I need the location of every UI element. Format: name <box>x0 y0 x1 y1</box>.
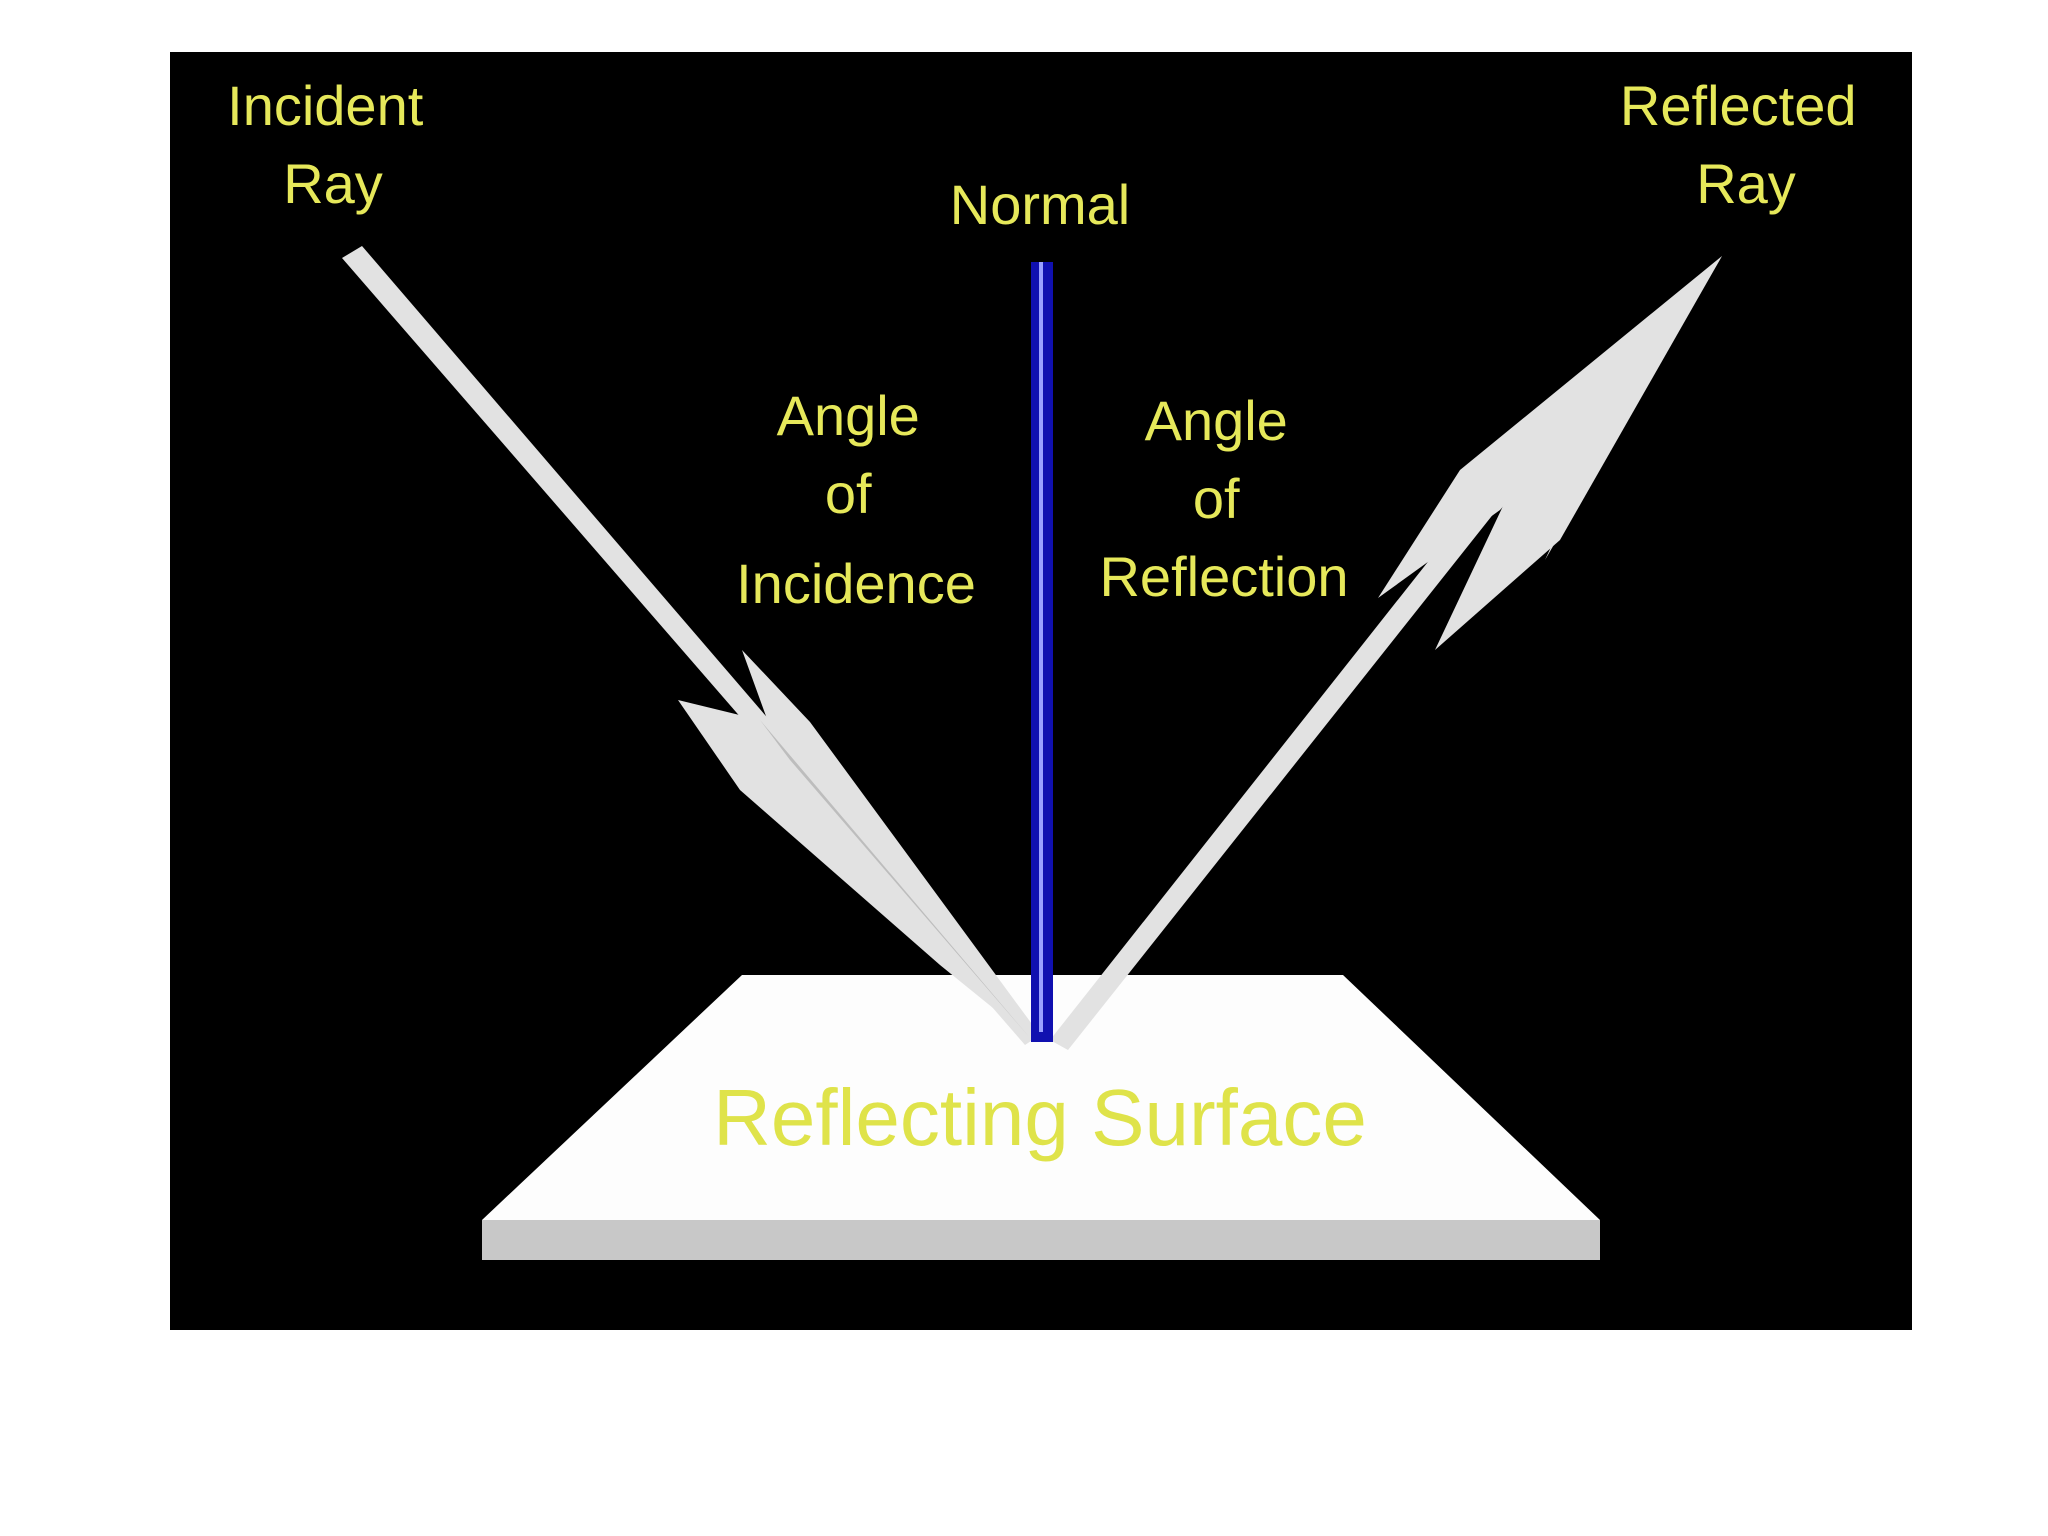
normal-line <box>1031 262 1053 1042</box>
reflected-ray-label: Reflected Ray <box>1620 74 1872 215</box>
angle-of-incidence-label: Angle of Incidence <box>736 384 976 615</box>
incident-ray-arrow <box>342 246 1040 1045</box>
incident-ray-label: Incident Ray <box>227 74 439 215</box>
reflected-ray-arrow <box>1050 256 1722 1050</box>
angle-of-reflection-label: Angle of Reflection <box>1099 389 1348 608</box>
reflecting-surface-label: Reflecting Surface <box>713 1073 1367 1162</box>
reflecting-surface-edge <box>482 1220 1600 1260</box>
reflecting-surface-top <box>482 975 1600 1220</box>
normal-label: Normal <box>950 173 1130 236</box>
